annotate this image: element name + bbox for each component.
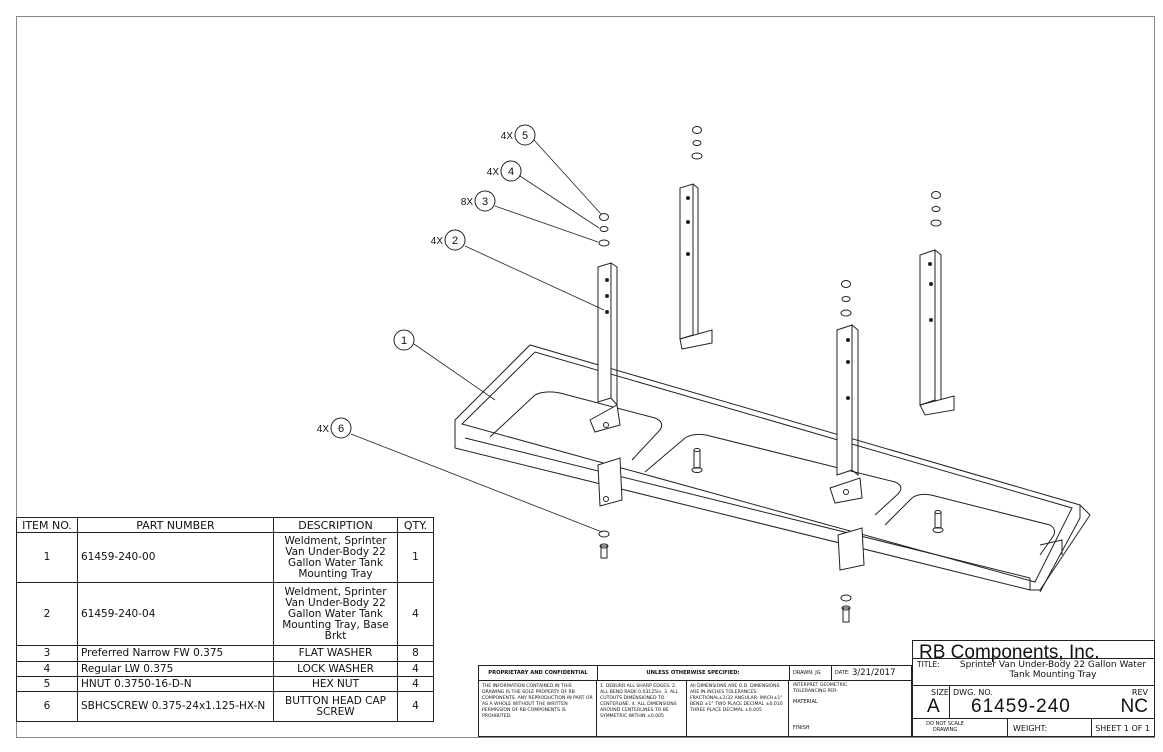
balloon-1 xyxy=(393,329,415,351)
balloon-5-qty: 4X xyxy=(501,131,514,142)
balloon-3-num: 3 xyxy=(482,196,488,208)
hardware-stack-2 xyxy=(691,126,703,160)
bom-desc: Weldment, Sprinter Van Under-Body 22 Gal… xyxy=(273,582,398,646)
balloon-2 xyxy=(444,229,466,251)
proprietary-header: PROPRIETARY AND CONFIDENTIAL xyxy=(479,666,598,681)
bill-of-materials: ITEM NO. PART NUMBER DESCRIPTION QTY. 1 … xyxy=(16,517,434,722)
bom-header-part: PART NUMBER xyxy=(77,517,274,533)
balloon-3 xyxy=(474,190,496,212)
bom-desc: LOCK WASHER xyxy=(273,661,398,677)
bom-item: 1 xyxy=(16,532,78,583)
leader-lines xyxy=(350,139,605,533)
bom-header: ITEM NO. PART NUMBER DESCRIPTION QTY. xyxy=(16,517,434,533)
balloon-6-num: 6 xyxy=(338,423,344,435)
base-bracket-left-front xyxy=(589,262,621,433)
bom-part: 61459-240-04 xyxy=(77,582,274,646)
weight-label: WEIGHT: xyxy=(1013,724,1048,733)
balloon-6 xyxy=(330,417,352,439)
drawing-border xyxy=(16,16,1155,738)
size-label: SIZE xyxy=(931,688,949,697)
balloon-5 xyxy=(514,124,536,146)
title-block-main: RB Components, Inc. TITLE: Sprinter Van … xyxy=(912,640,1155,737)
base-bracket-right-front xyxy=(829,324,863,504)
screw-right-low xyxy=(840,594,852,623)
company-name: RB Components, Inc. xyxy=(919,642,1100,663)
table-row: 5 HNUT 0.3750-16-D-N HEX NUT 4 xyxy=(16,676,434,692)
drawing-date: 3/21/2017 xyxy=(852,668,896,678)
balloon-4-qty: 4X xyxy=(487,167,500,178)
title-label: TITLE: xyxy=(917,660,940,669)
bom-header-desc: DESCRIPTION xyxy=(273,517,398,533)
balloon-2-qty: 4X xyxy=(431,236,444,247)
drawing-title: Sprinter Van Under-Body 22 Gallon Water … xyxy=(959,660,1147,680)
hardware-stack-1 xyxy=(598,213,610,247)
base-bracket-left-rear xyxy=(679,183,713,350)
table-row: 4 Regular LW 0.375 LOCK WASHER 4 xyxy=(16,661,434,677)
bom-header-item: ITEM NO. xyxy=(16,517,78,533)
base-bracket-right-rear xyxy=(919,249,955,416)
bom-qty: 8 xyxy=(397,645,434,662)
bom-part: 61459-240-00 xyxy=(77,532,274,583)
table-row: 6 SBHCSCREW 0.375-24x1.125-HX-N BUTTON H… xyxy=(16,691,434,722)
bom-part: SBHCSCREW 0.375-24x1.125-HX-N xyxy=(77,691,274,722)
bom-qty: 4 xyxy=(397,691,434,722)
bom-desc: HEX NUT xyxy=(273,676,398,692)
bom-qty: 4 xyxy=(397,676,434,692)
balloon-6-qty: 4X xyxy=(317,424,330,435)
hardware-stack-3 xyxy=(840,280,852,317)
screw-mid xyxy=(691,448,703,473)
bom-header-qty: QTY. xyxy=(397,517,434,533)
title-block-notes: PROPRIETARY AND CONFIDENTIAL UNLESS OTHE… xyxy=(478,665,912,737)
finish-label: FINISH xyxy=(793,725,810,731)
bom-part: Preferred Narrow FW 0.375 xyxy=(77,645,274,662)
balloon-4-num: 4 xyxy=(508,166,514,178)
balloon-5-num: 5 xyxy=(522,130,528,142)
lower-tabs xyxy=(597,457,865,571)
bom-desc: Weldment, Sprinter Van Under-Body 22 Gal… xyxy=(273,532,398,583)
bom-qty: 4 xyxy=(397,582,434,646)
interpret-tolerancing: INTERPRET GEOMETRIC TOLERANCING PER: xyxy=(793,683,848,694)
bom-item: 5 xyxy=(16,676,78,692)
general-notes: 1. DEBURR ALL SHARP EDGES. 2. ALL BEND R… xyxy=(597,680,687,736)
dwg-no-label: DWG. NO. xyxy=(953,688,993,697)
bom-part: HNUT 0.3750-16-D-N xyxy=(77,676,274,692)
balloon-1-num: 1 xyxy=(401,335,407,347)
bom-desc: BUTTON HEAD CAP SCREW xyxy=(273,691,398,722)
scale-note: DO NOT SCALE DRAWING xyxy=(926,721,964,733)
balloon-2-num: 2 xyxy=(452,235,458,247)
proprietary-text: THE INFORMATION CONTAINED IN THIS DRAWIN… xyxy=(479,680,597,736)
bom-item: 2 xyxy=(16,582,78,646)
table-row: 3 Preferred Narrow FW 0.375 FLAT WASHER … xyxy=(16,645,434,662)
bom-part: Regular LW 0.375 xyxy=(77,661,274,677)
hardware-stack-4 xyxy=(930,191,942,227)
table-row: 1 61459-240-00 Weldment, Sprinter Van Un… xyxy=(16,532,434,583)
rev-label: REV xyxy=(1131,688,1148,697)
bom-item: 4 xyxy=(16,661,78,677)
sheet-number: SHEET 1 OF 1 xyxy=(1095,724,1150,733)
balloon-4 xyxy=(500,160,522,182)
bom-item: 6 xyxy=(16,691,78,722)
tolerance-notes: All DIMENSIONS ARE O.D. DIMENSIONS ARE I… xyxy=(687,680,789,736)
bom-qty: 1 xyxy=(397,532,434,583)
bom-qty: 4 xyxy=(397,661,434,677)
screw-left xyxy=(598,530,610,559)
bom-item: 3 xyxy=(16,645,78,662)
balloon-3-qty: 8X xyxy=(461,197,474,208)
drawn-by: DRAWN: JG xyxy=(793,670,821,676)
revision: NC xyxy=(1120,696,1148,717)
unless-header: UNLESS OTHERWISE SPECIFIED: xyxy=(597,666,790,681)
bom-desc: FLAT WASHER xyxy=(273,645,398,662)
sheet-size: A xyxy=(927,696,940,717)
drawing-number: 61459-240 xyxy=(971,696,1071,717)
screw-right xyxy=(932,510,944,533)
table-row: 2 61459-240-04 Weldment, Sprinter Van Un… xyxy=(16,582,434,646)
date-label: DATE: xyxy=(835,670,850,676)
material-label: MATERIAL xyxy=(793,699,818,705)
